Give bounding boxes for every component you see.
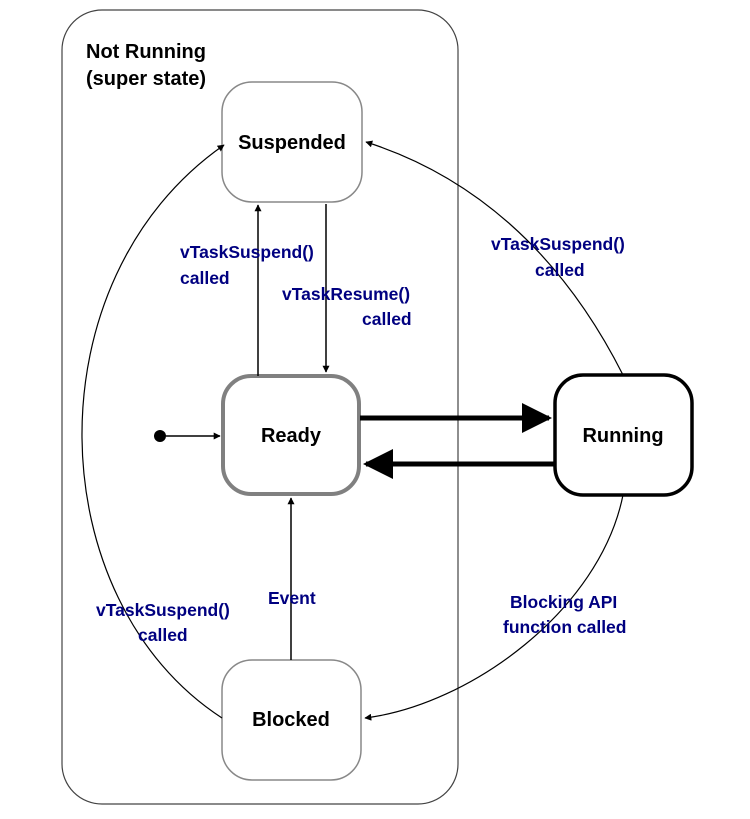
label-blocked-to-suspended-line2: called xyxy=(138,625,188,645)
super-state-title: Not Running xyxy=(86,41,206,63)
state-suspended-label: Suspended xyxy=(238,132,346,154)
super-state-not-running xyxy=(61,9,459,805)
state-ready: Ready xyxy=(221,374,361,496)
label-blocked-to-suspended-line1: vTaskSuspend() xyxy=(96,600,230,620)
initial-state-dot xyxy=(154,430,166,442)
label-running-to-suspended-line2: called xyxy=(535,260,585,280)
label-blocked-to-ready: Event xyxy=(268,588,316,608)
label-suspended-to-ready-line2: called xyxy=(362,309,412,329)
arrow-running-to-blocked xyxy=(364,494,624,721)
label-running-to-blocked-line1: Blocking API xyxy=(510,592,617,612)
state-ready-label: Ready xyxy=(261,425,322,447)
state-running-label: Running xyxy=(582,425,663,447)
state-suspended: Suspended xyxy=(221,81,363,203)
super-state-subtitle: (super state) xyxy=(86,68,206,90)
state-blocked: Blocked xyxy=(221,659,362,781)
state-blocked-label: Blocked xyxy=(252,709,330,731)
state-running: Running xyxy=(553,373,694,497)
arrow-blocked-to-suspended xyxy=(81,144,225,719)
label-running-to-blocked-line2: function called xyxy=(503,617,626,637)
label-ready-to-suspended-line1: vTaskSuspend() xyxy=(180,242,314,262)
arrow-running-to-suspended xyxy=(365,140,624,376)
label-suspended-to-ready-line1: vTaskResume() xyxy=(282,284,410,304)
label-ready-to-suspended-line2: called xyxy=(180,268,230,288)
label-running-to-suspended-line1: vTaskSuspend() xyxy=(491,234,625,254)
